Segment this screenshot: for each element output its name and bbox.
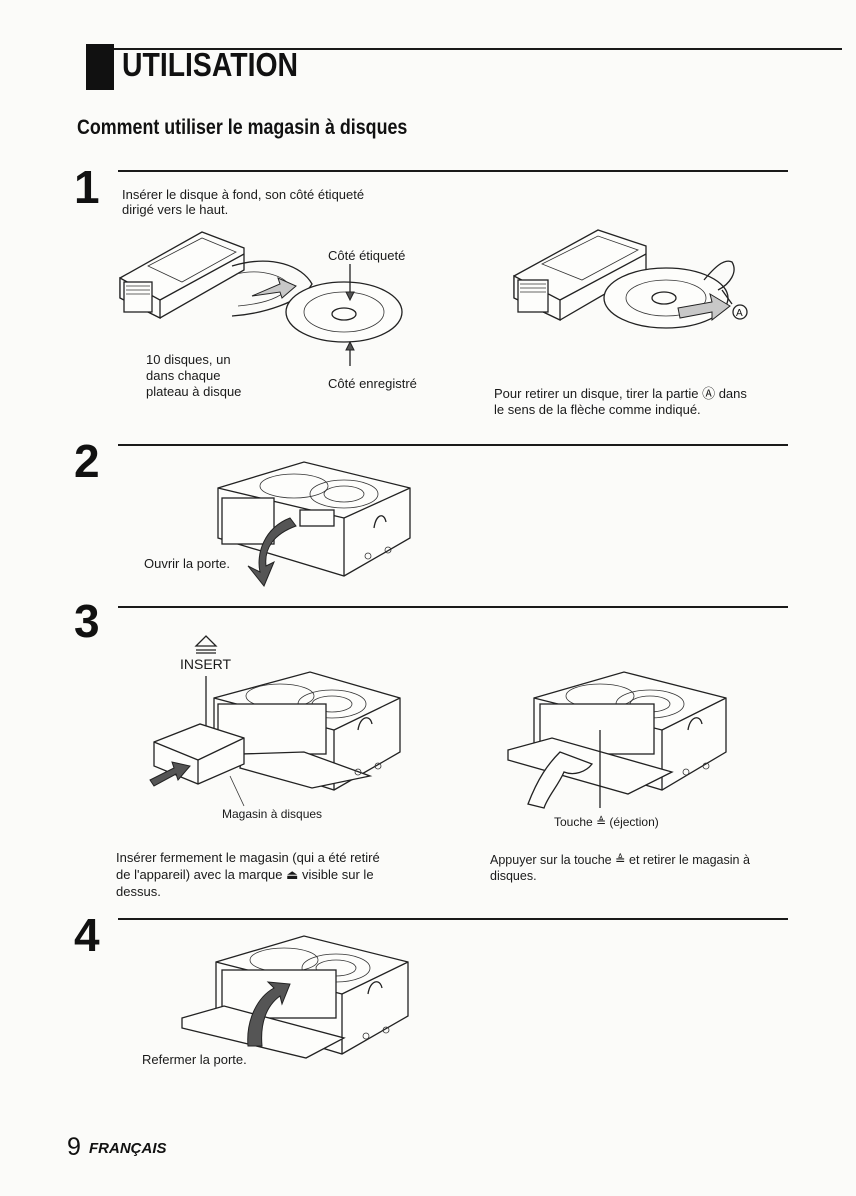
step-1-marker-a: A	[736, 308, 743, 319]
step-1-label-capacity-2: dans chaque	[146, 368, 221, 383]
step-1-instruction-line1: Insérer le disque à fond, son côté étiqu…	[122, 187, 365, 202]
step-3-insert-magazine-illustration	[149, 671, 401, 807]
step-4-caption: Refermer la porte.	[142, 1052, 247, 1067]
step-1-disc-remove-illustration: A	[513, 229, 748, 329]
step-3-number: 3	[74, 595, 100, 647]
title-rule	[114, 48, 842, 50]
step-1-instruction-line2: dirigé vers le haut.	[122, 202, 229, 217]
step-2-caption: Ouvrir la porte.	[144, 556, 230, 571]
step-4-close-door-illustration	[181, 935, 409, 1059]
footer-language: FRANÇAIS	[89, 1140, 167, 1157]
step-3-insert-instruction-line3: dessus.	[116, 884, 161, 899]
step-1-number: 1	[74, 161, 100, 213]
step-3-insert-instruction-line2: de l'appareil) avec la marque ⏏ visible …	[116, 867, 374, 882]
insert-label: INSERT	[180, 656, 232, 672]
step-2-open-door-illustration	[217, 461, 411, 587]
step-2-number: 2	[74, 435, 100, 487]
step-3-insert-instruction-line1: Insérer fermement le magasin (qui a été …	[116, 850, 380, 865]
step-3-eject-instruction-line1: Appuyer sur la touche ≜ et retirer le ma…	[490, 853, 750, 867]
step-1-remove-instruction-line1: Pour retirer un disque, tirer la partie …	[494, 386, 747, 401]
page-number: 9	[67, 1133, 81, 1161]
step-1-remove-instruction-line2: le sens de la flèche comme indiqué.	[494, 402, 701, 417]
insert-symbol-icon	[194, 635, 218, 654]
step-1-disc-insert-illustration	[119, 231, 403, 366]
step-1-label-recorded-side: Côté enregistré	[328, 376, 417, 391]
step-1-label-capacity-3: plateau à disque	[146, 384, 242, 399]
step-1-label-capacity-1: 10 disques, un	[146, 352, 231, 367]
step-3-rule	[118, 606, 788, 608]
step-1-rule	[118, 170, 788, 172]
step-2-rule	[118, 444, 788, 446]
step-3-eject-magazine-illustration	[507, 671, 727, 809]
title-marker-block	[86, 44, 114, 90]
step-1-label-label-side: Côté étiqueté	[328, 248, 406, 263]
step-4-rule	[118, 918, 788, 920]
eject-button-label: Touche ≜ (éjection)	[554, 815, 659, 829]
step-3-eject-instruction-line2: disques.	[490, 869, 537, 883]
magazine-label: Magasin à disques	[222, 807, 323, 821]
step-4-number: 4	[74, 909, 100, 961]
page-title: UTILISATION	[122, 46, 299, 83]
section-subtitle: Comment utiliser le magasin à disques	[77, 116, 408, 139]
